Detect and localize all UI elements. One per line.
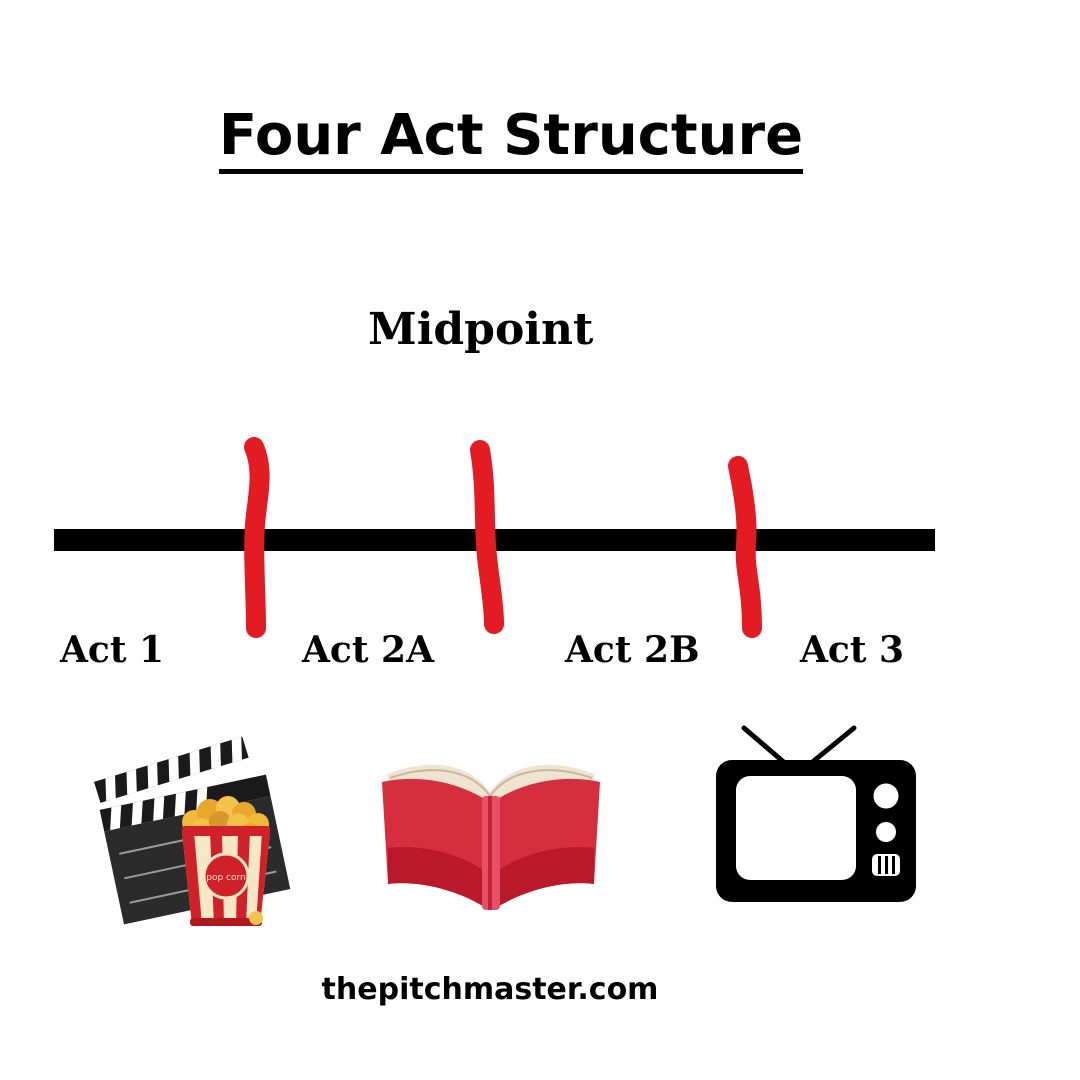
act-1-label: Act 1: [60, 629, 165, 671]
clapperboard-popcorn-icon: pop corn: [94, 736, 291, 926]
marker-midpoint: [470, 440, 504, 634]
marker-act1-end: [244, 437, 270, 638]
footer-website: thepitchmaster.com: [321, 972, 659, 1007]
act-2a-label: Act 2A: [302, 629, 434, 671]
television-icon: [716, 725, 916, 902]
page-title: Four Act Structure: [0, 98, 1022, 174]
act-2b-label: Act 2B: [565, 629, 700, 671]
open-book-icon: [382, 764, 600, 910]
title-text: Four Act Structure: [218, 103, 804, 174]
midpoint-label: Midpoint: [368, 304, 594, 355]
act-3-label: Act 3: [800, 629, 905, 671]
popcorn-bucket-text: pop corn: [206, 873, 246, 883]
marker-act2b-end: [728, 456, 762, 638]
